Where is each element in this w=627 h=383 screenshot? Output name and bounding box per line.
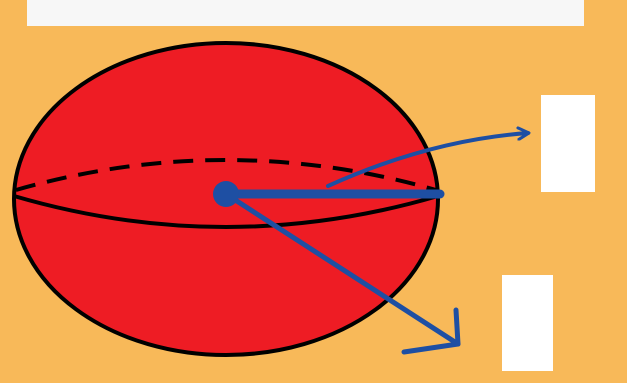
center-point [213,181,239,207]
top-strip [27,0,584,26]
upper-label-box [541,95,595,192]
lower-label-box [502,275,553,371]
